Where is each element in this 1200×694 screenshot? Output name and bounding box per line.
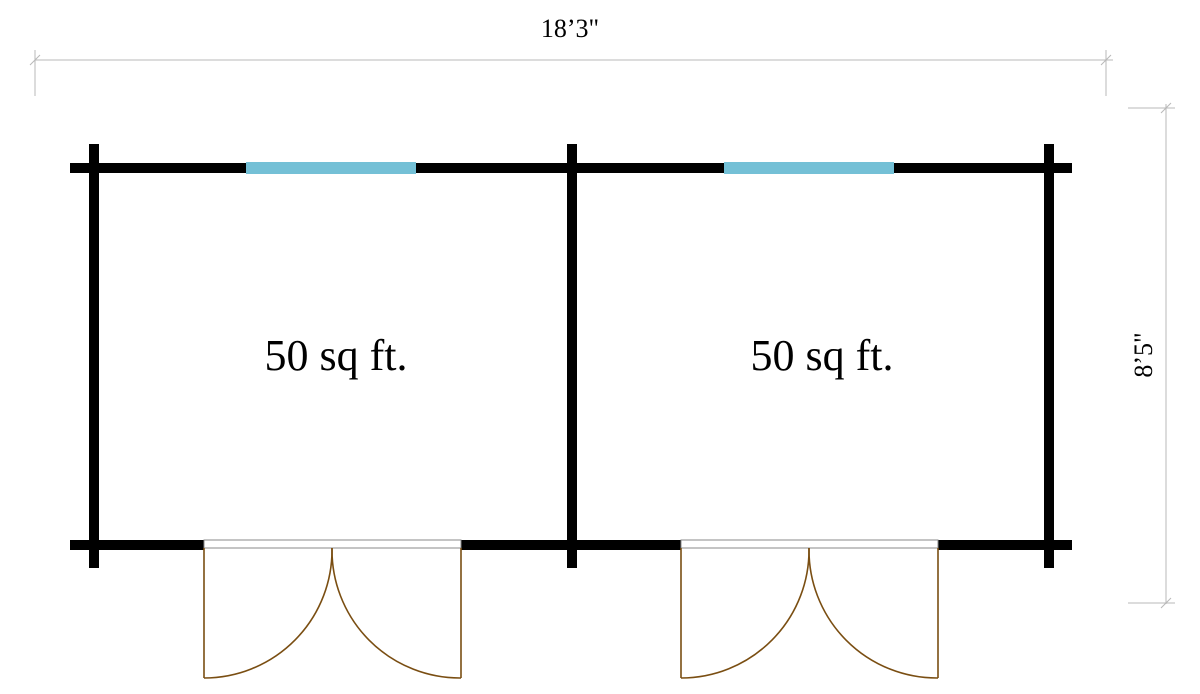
- door-threshold-left: [203, 539, 462, 549]
- window-right-room: [724, 162, 894, 174]
- wall-left: [89, 144, 99, 568]
- wall-bottom-left-segment: [70, 540, 204, 550]
- wall-center-partition: [567, 144, 577, 568]
- wall-bottom-right-segment: [938, 540, 1072, 550]
- width-dimension: 18’3": [29, 14, 1113, 96]
- depth-dimension-label: 8’5": [1129, 332, 1158, 377]
- depth-dimension: 8’5": [1128, 102, 1175, 609]
- door-swing-left-a: [203, 547, 333, 679]
- wall-right: [1044, 144, 1054, 568]
- door-threshold-right: [680, 539, 939, 549]
- room-left-area-label: 50 sq ft.: [265, 331, 408, 380]
- door-swing-right-b: [808, 547, 939, 679]
- walls: [70, 144, 1072, 568]
- windows: [246, 162, 894, 174]
- width-dimension-label: 18’3": [541, 14, 599, 43]
- double-door-left: [203, 547, 462, 679]
- window-left-room: [246, 162, 416, 174]
- door-swing-right-a: [680, 547, 810, 679]
- wall-top-left-segment: [70, 163, 246, 173]
- double-door-right: [680, 547, 939, 679]
- wall-top-right-segment: [894, 163, 1072, 173]
- door-swing-left-b: [331, 547, 462, 679]
- room-right-area-label: 50 sq ft.: [751, 331, 894, 380]
